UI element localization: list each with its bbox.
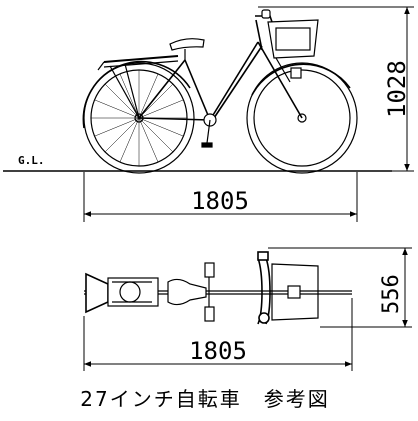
ground-line-group: G.L. [3,154,392,172]
top-view [84,251,352,325]
top-front-basket [271,263,319,321]
side-length-value: 1805 [191,187,249,215]
saddle [169,38,205,60]
top-length-dimension [83,298,353,371]
top-pedals [204,262,215,322]
ground-label: G.L. [18,154,45,167]
top-length-value: 1805 [189,337,247,365]
top-saddle [167,278,207,306]
height-dimension [258,6,414,172]
bicycle-frame [138,19,303,121]
top-rear-carrier [85,272,159,314]
width-dimension [268,247,412,328]
drawing-caption: 27インチ自転車 参考図 [80,387,329,411]
headlight [290,67,302,79]
side-length-dimension [83,172,358,222]
height-value: 1028 [383,60,411,118]
handlebar [255,9,273,23]
rear-carrier [97,55,179,119]
side-view [82,9,358,174]
front-wheel [246,62,358,174]
crank [201,113,217,148]
width-value: 556 [379,274,404,314]
top-handlebar [257,251,271,325]
front-basket [267,19,319,83]
